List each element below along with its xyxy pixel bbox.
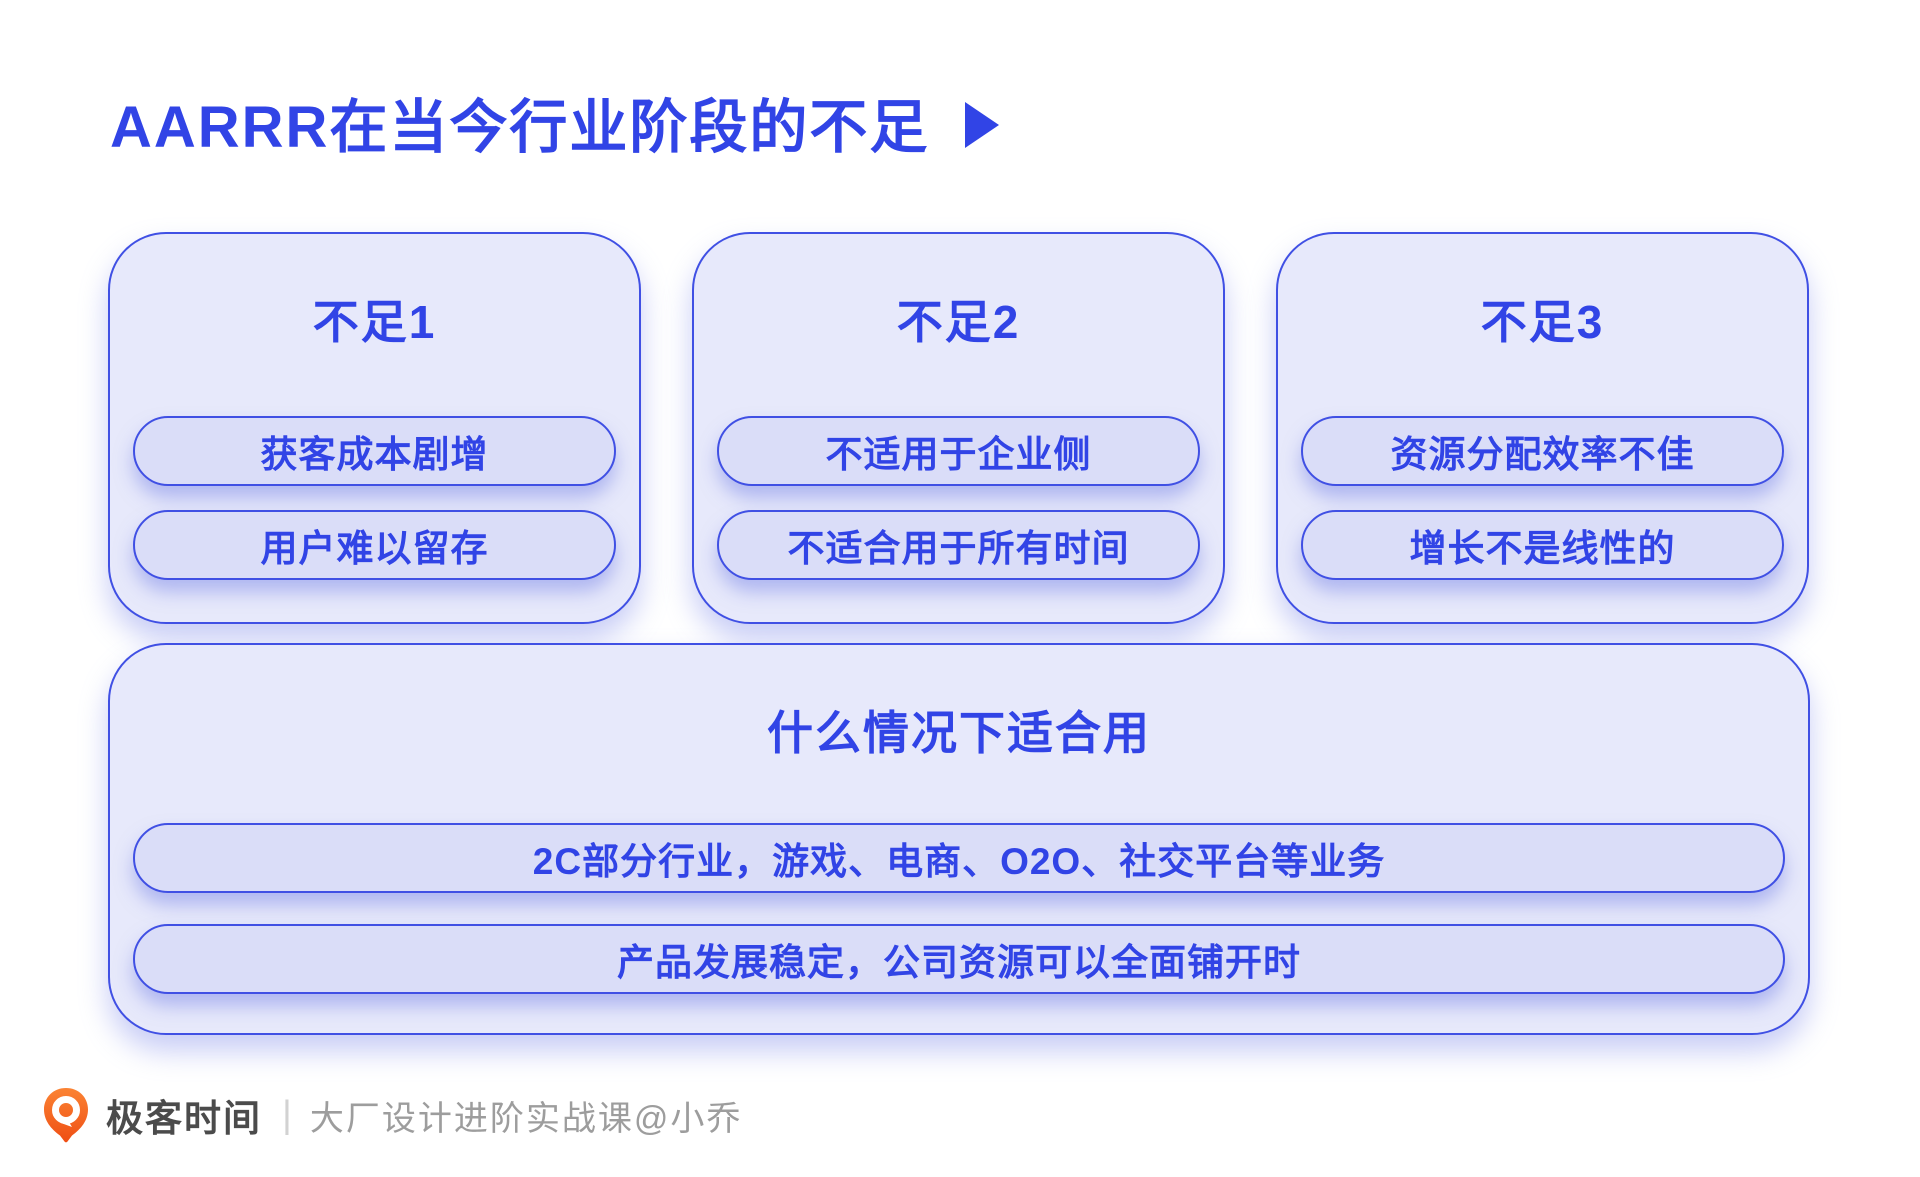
course-credit: 大厂设计进阶实战课@小乔 [309, 1099, 743, 1138]
card-shortcoming-2: 不足2 不适用于企业侧 不适合用于所有时间 [692, 232, 1225, 624]
card-header: 什么情况下适合用 [767, 707, 1151, 759]
card-item: 不适用于企业侧 [717, 416, 1200, 486]
shortcoming-cards-row: 不足1 获客成本剧增 用户难以留存 不足2 不适用于企业侧 不适合用于所有时间 … [108, 232, 1809, 624]
card-item: 资源分配效率不佳 [1301, 416, 1784, 486]
play-triangle-icon [965, 102, 1000, 148]
card-item: 2C部分行业，游戏、电商、O2O、社交平台等业务 [133, 823, 1785, 893]
card-item: 用户难以留存 [133, 510, 616, 580]
geektime-logo [44, 1088, 88, 1143]
card-header: 不足3 [1480, 296, 1605, 348]
card-item: 获客成本剧增 [133, 416, 616, 486]
card-item: 产品发展稳定，公司资源可以全面铺开时 [133, 924, 1785, 994]
brand-name: 极客时间 [106, 1098, 262, 1139]
slide-title: AARRR在当今行业阶段的不足 [110, 80, 1000, 164]
card-header: 不足1 [312, 296, 437, 348]
footer-divider: | [282, 1093, 292, 1136]
page-title: AARRR在当今行业阶段的不足 [110, 95, 930, 160]
footer: 极客时间 | 大厂设计进阶实战课@小乔 [42, 1086, 742, 1144]
card-shortcoming-1: 不足1 获客成本剧增 用户难以留存 [108, 232, 641, 624]
card-when-to-use: 什么情况下适合用 2C部分行业，游戏、电商、O2O、社交平台等业务 产品发展稳定… [108, 643, 1810, 1035]
card-item: 不适合用于所有时间 [717, 510, 1200, 580]
card-header: 不足2 [896, 296, 1021, 348]
card-shortcoming-3: 不足3 资源分配效率不佳 增长不是线性的 [1276, 232, 1809, 624]
card-item: 增长不是线性的 [1301, 510, 1784, 580]
